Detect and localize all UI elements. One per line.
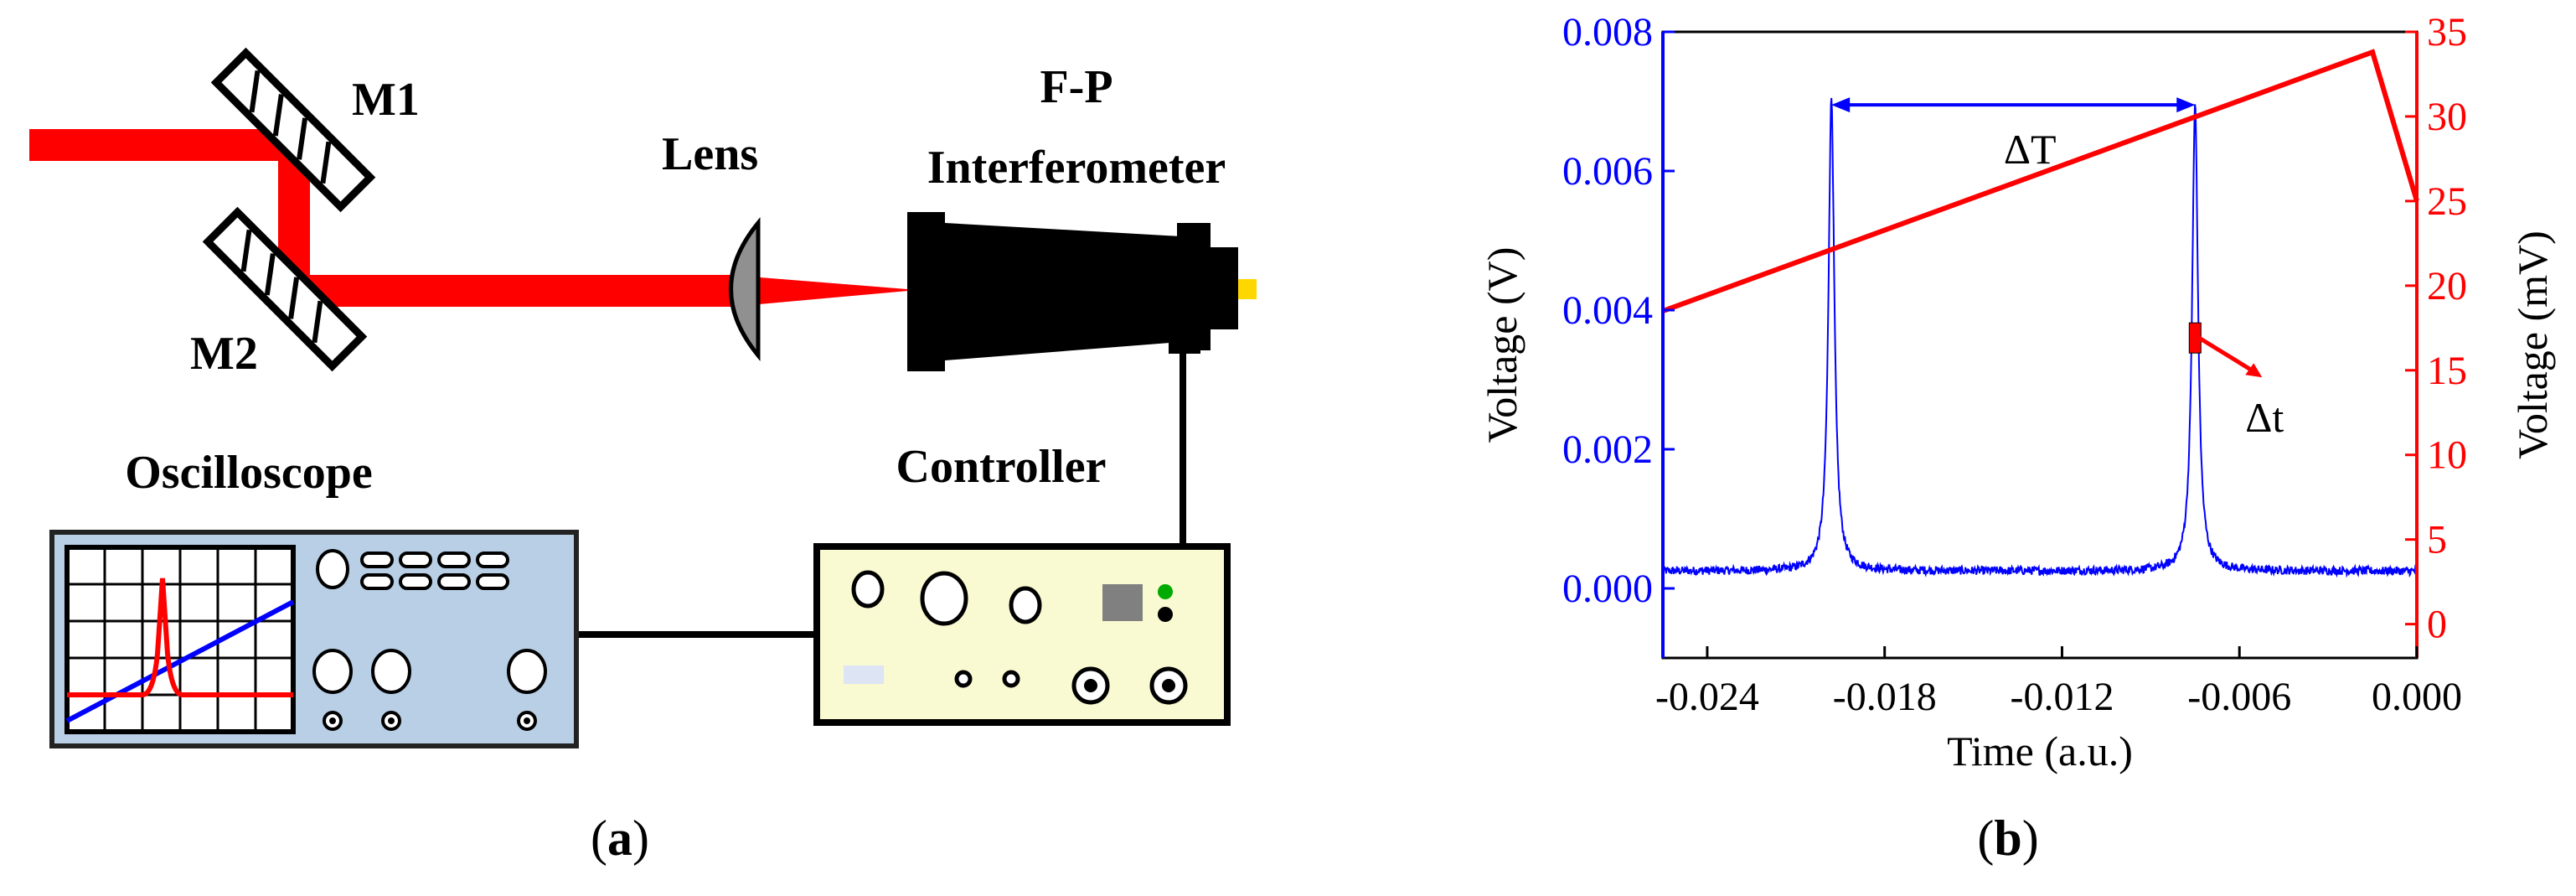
scope-button: [476, 552, 509, 568]
y-tick-label-left: 0.000: [1562, 567, 1653, 611]
label-lens: Lens: [662, 128, 758, 180]
y-tick-label-right: 10: [2427, 433, 2467, 478]
label-fp-line2: Interferometer: [927, 142, 1226, 194]
detector-window: [1238, 279, 1257, 299]
panel-a-setup: M1 M2 Lens F-P Interferometer Oscillosco…: [29, 47, 1257, 866]
delta-T-arrowhead-right: [2176, 97, 2196, 113]
controller-small-button: [1002, 670, 1020, 688]
x-axis-label: Time (a.u.): [1947, 728, 2133, 774]
y-axis-label-left: Voltage (V): [1479, 247, 1525, 443]
scope-button: [399, 573, 432, 590]
fp-interferometer: [907, 212, 1257, 371]
scope-button: [437, 573, 471, 590]
beam-horizontal-segment: [278, 275, 735, 307]
controller-small-button: [954, 670, 973, 688]
controller-display: [1102, 584, 1143, 621]
y-axis-label-right: Voltage (mV): [2509, 230, 2556, 459]
y-tick-label-left: 0.002: [1562, 427, 1653, 472]
y-tick-label-right: 20: [2427, 264, 2467, 308]
y-tick-label-right: 25: [2427, 179, 2467, 224]
delta-T-arrowhead-left: [1831, 97, 1851, 113]
label-m1: M1: [352, 74, 420, 126]
x-tick-label: -0.024: [1655, 675, 1759, 719]
y-tick-label-left: 0.008: [1562, 10, 1653, 54]
x-tick-label: -0.012: [2010, 675, 2114, 719]
mirror-m1: [210, 47, 376, 213]
scope-button: [437, 552, 471, 568]
scope-pulse-trace: [67, 577, 293, 697]
scope-knob-middle: [371, 649, 411, 694]
controller-knob: [1009, 586, 1042, 624]
axis-ticks: -0.024 -0.018 -0.012 -0.006 0.000 0.000 0.002 0…: [1562, 10, 2467, 719]
beam-focused-cone: [750, 277, 917, 305]
laser-beam: [29, 129, 917, 307]
scope-button: [360, 573, 394, 590]
y-tick-label-right: 30: [2427, 95, 2467, 139]
x-tick-label: -0.006: [2187, 675, 2291, 719]
label-m2: M2: [190, 328, 258, 380]
scope-ramp-trace: [65, 599, 295, 723]
delta-t-annotation: Δt: [2188, 322, 2284, 441]
delta-t-arrowhead: [2245, 363, 2263, 378]
controller-knob-large: [920, 571, 968, 626]
y-tick-label-right: 0: [2427, 603, 2447, 647]
plot-area: [1661, 49, 2419, 578]
y-tick-label-left: 0.004: [1562, 288, 1653, 333]
y-tick-label-left: 0.006: [1562, 149, 1653, 194]
scope-knob-right: [507, 649, 547, 694]
series-voltage-trace: [1662, 97, 2418, 578]
label-oscilloscope: Oscilloscope: [125, 447, 373, 499]
caption-a: (a): [591, 811, 649, 866]
label-controller: Controller: [896, 441, 1107, 493]
delta-t-label: Δt: [2245, 394, 2284, 441]
lens: [729, 217, 761, 361]
delta-t-arrow: [2197, 336, 2255, 374]
panel-b-chart: -0.024 -0.018 -0.012 -0.006 0.000 0.000 0.002 0…: [1479, 10, 2556, 866]
controller-led-green: [1158, 584, 1173, 599]
scope-button: [360, 552, 394, 568]
y-tick-label-right: 35: [2427, 10, 2467, 54]
x-tick-label: -0.018: [1833, 675, 1937, 719]
delta-T-annotation: ΔT: [1831, 97, 2196, 173]
scope-button: [399, 552, 432, 568]
oscilloscope: [49, 530, 579, 748]
scope-button: [476, 573, 509, 590]
delta-T-label: ΔT: [2004, 126, 2057, 173]
y-tick-label-right: 5: [2427, 518, 2447, 562]
label-fp-line1: F-P: [1040, 61, 1112, 113]
y-tick-label-right: 15: [2427, 349, 2467, 393]
delta-t-marker: [2188, 322, 2202, 354]
scope-knob-left: [312, 649, 353, 694]
beam-input-segment: [29, 129, 302, 161]
series-ramp-voltage: [1661, 49, 2419, 313]
caption-b: (b): [1977, 811, 2038, 866]
scope-knob-small: [316, 549, 349, 589]
controller-knob: [851, 570, 885, 609]
controller-led: [1158, 607, 1173, 622]
x-tick-label: 0.000: [2372, 675, 2462, 719]
controller-label-plate: [844, 666, 884, 684]
controller: [813, 543, 1231, 726]
mirror-m2: [202, 206, 368, 372]
